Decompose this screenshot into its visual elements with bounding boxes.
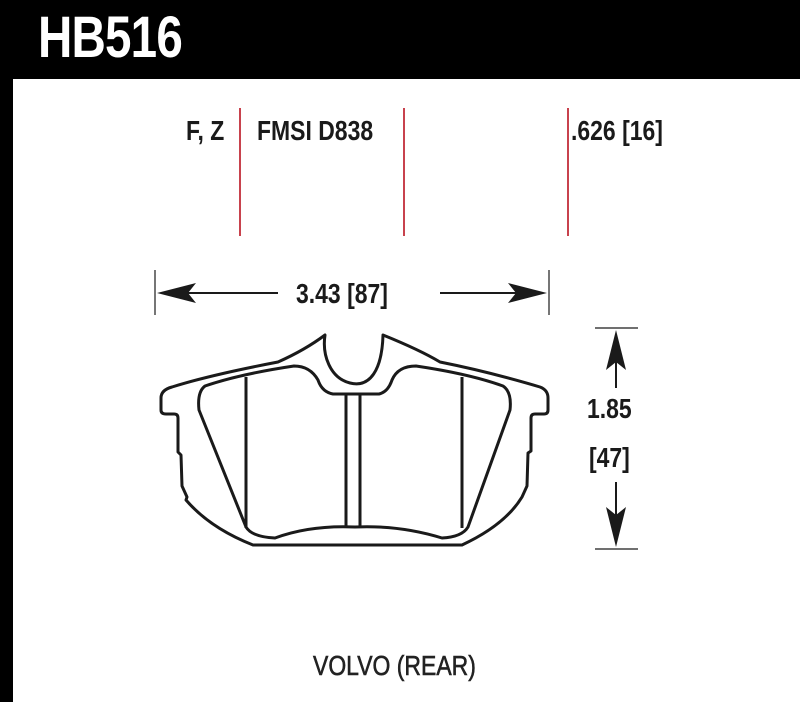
height-dimension-inches: 1.85 bbox=[587, 393, 632, 424]
fmsi-number: FMSI D838 bbox=[257, 115, 374, 146]
width-dimension-label: 3.43 [87] bbox=[296, 278, 388, 309]
compound-codes: F, Z bbox=[186, 115, 225, 146]
backing-plate-outline bbox=[159, 333, 550, 547]
header-bar bbox=[0, 0, 800, 79]
pad-slots bbox=[244, 377, 464, 528]
vehicle-application: VOLVO (REAR) bbox=[313, 650, 476, 682]
height-dimension-mm: [47] bbox=[589, 442, 630, 473]
left-frame-bar bbox=[0, 0, 13, 702]
part-number-title: HB516 bbox=[38, 5, 183, 70]
header-divider-lines bbox=[239, 108, 569, 236]
height-dimension-arrows bbox=[595, 327, 638, 550]
friction-pad-outline bbox=[197, 364, 512, 540]
width-dimension-arrows bbox=[154, 270, 550, 315]
pad-thickness: .626 [16] bbox=[571, 115, 663, 146]
